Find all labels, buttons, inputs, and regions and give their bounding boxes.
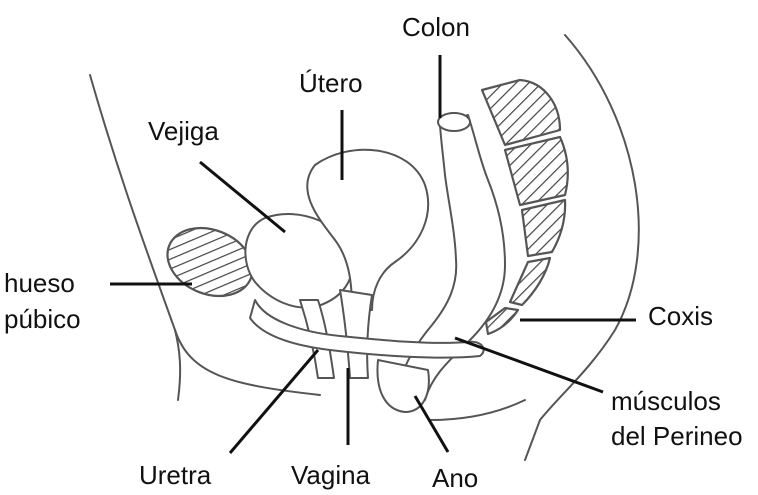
label-coxis: Coxis [648,301,713,331]
pubic-bone [166,226,254,298]
label-musculos-line1: músculos [611,386,721,416]
label-musculos-line2: del Perineo [611,421,743,451]
vaginal-canal [339,289,373,379]
colon-opening [437,112,471,132]
label-vejiga: Vejiga [148,116,219,146]
sacrum-coccyx [480,78,569,336]
body-silhouette [89,34,640,461]
label-ano: Ano [432,463,478,493]
label-vagina: Vagina [291,460,371,490]
label-hueso-line2: púbico [4,304,81,334]
leader-lines [110,55,636,454]
label-colon: Colon [402,12,470,42]
label-utero: Útero [299,68,363,98]
label-uretra: Uretra [139,460,212,490]
label-hueso-line1: hueso [4,268,75,298]
uterus [306,148,430,311]
